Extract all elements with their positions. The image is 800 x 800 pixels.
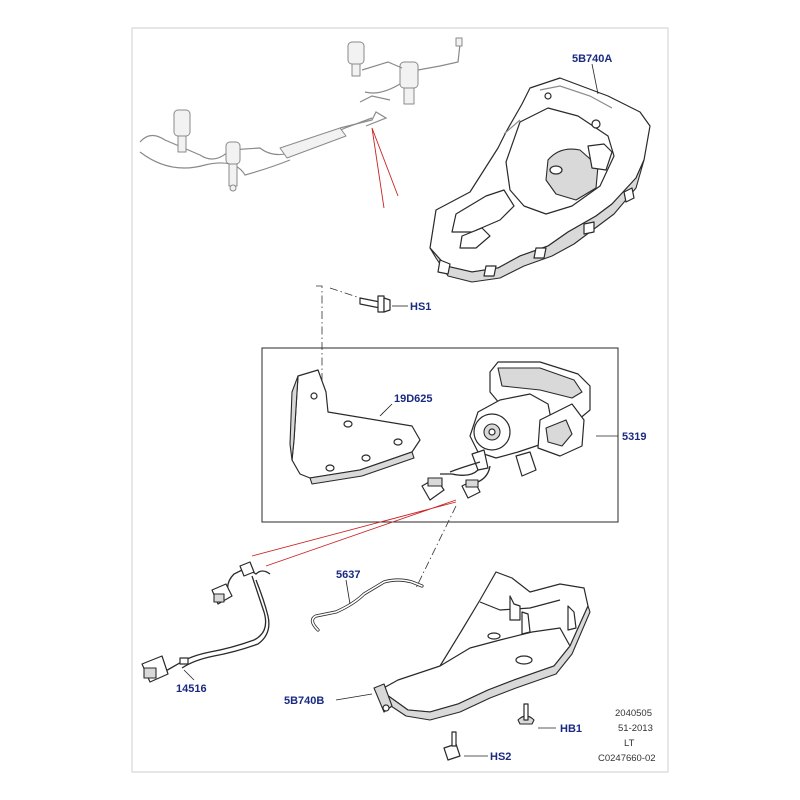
bottom-cover-5b740b xyxy=(373,571,591,721)
assembly-guide-line-lower xyxy=(415,505,457,589)
bolt-hs2 xyxy=(443,731,461,761)
callout-5b740b: 5B740B xyxy=(284,695,324,707)
callout-14516: 14516 xyxy=(176,683,207,695)
callout-hb1: HB1 xyxy=(560,723,582,735)
connector-plug-left xyxy=(421,477,445,501)
footer-code-3: LT xyxy=(624,738,635,749)
bolt-hs1 xyxy=(359,295,391,313)
callout-19d625: 19D625 xyxy=(394,393,433,405)
shock-absorber-right xyxy=(399,61,419,105)
callout-hs2: HS2 xyxy=(490,751,511,763)
clip-hb1 xyxy=(517,703,535,725)
suspension-overview-illustration xyxy=(139,37,463,209)
harness-pointer-lines xyxy=(251,499,457,567)
air-pipe-5637 xyxy=(310,578,424,632)
leader-19d625 xyxy=(379,403,393,417)
callout-5637: 5637 xyxy=(336,569,360,581)
assembly-guide-line-bolt xyxy=(329,287,361,299)
diagram-frame xyxy=(131,27,669,773)
wiring-harness-14516 xyxy=(141,561,271,683)
leader-5637 xyxy=(345,579,351,605)
connector-plug-right xyxy=(461,479,481,499)
leader-5b740a xyxy=(591,63,599,95)
compressor-assembly-inset xyxy=(261,347,619,523)
footer-code-2: 51-2013 xyxy=(618,723,653,734)
air-compressor-5319 xyxy=(440,361,591,485)
shock-absorber-left xyxy=(173,109,191,153)
shock-absorber-upper xyxy=(347,41,365,77)
footer-code-4: C0247660-02 xyxy=(598,753,656,764)
top-cover-5b740a xyxy=(429,77,651,283)
footer-code-1: 2040505 xyxy=(615,708,652,719)
leader-5b740b xyxy=(335,693,373,701)
leader-14516 xyxy=(183,669,195,681)
bracket-19d625 xyxy=(289,369,421,485)
callout-5b740a: 5B740A xyxy=(572,53,612,65)
callout-5319: 5319 xyxy=(622,431,646,443)
shock-absorber-middle xyxy=(225,141,241,192)
callout-hs1: HS1 xyxy=(410,301,431,313)
